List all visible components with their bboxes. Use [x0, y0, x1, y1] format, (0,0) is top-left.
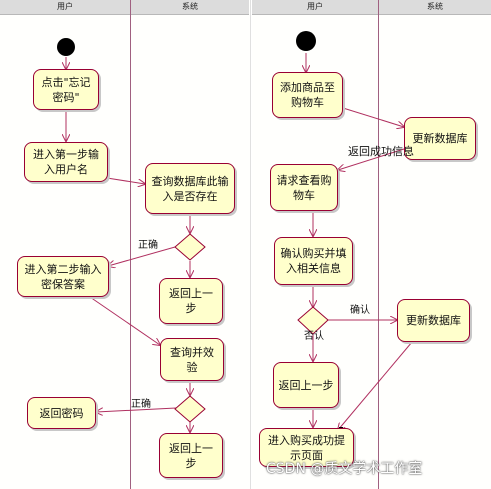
left-node-query-db: 查询数据库此输入是否存在: [145, 163, 235, 214]
right-label-return-success: 返回成功信息: [348, 145, 414, 158]
edge-decision2-return: [96, 407, 177, 412]
right-node-add-cart: 添加商品至购物车: [272, 72, 343, 118]
left-decision-1: [174, 233, 206, 261]
edge-update1-view: [338, 148, 405, 170]
left-lane-header-user: 用户: [0, 0, 130, 15]
right-node-confirm-purchase: 确认购买并填入相关信息: [274, 237, 353, 285]
right-label-no: 否认: [304, 331, 324, 342]
left-guard-correct-1: 正确: [138, 240, 158, 251]
right-node-purchase-success: 进入购买成功提示页面: [259, 428, 354, 467]
edge-update2-success: [338, 341, 413, 430]
left-node-step2: 进入第二步输入密保答案: [17, 256, 109, 297]
left-node-back2: 返回上一步: [159, 433, 223, 478]
left-lane-header-system: 系统: [131, 0, 249, 15]
right-node-back: 返回上一步: [273, 362, 339, 408]
left-node-step1: 进入第一步输入用户名: [24, 142, 108, 182]
right-lane-header-user: 用户: [252, 0, 378, 15]
left-node-return-password: 返回密码: [27, 397, 96, 429]
right-decision: [297, 306, 329, 335]
left-node-back1: 返回上一步: [159, 278, 223, 324]
right-lane-header-system: 系统: [379, 0, 491, 15]
right-start-node: [296, 31, 316, 51]
left-node-click-forgot: 点击"忘记密码": [33, 69, 99, 110]
left-decision-2: [174, 395, 206, 423]
edge-add-update1: [342, 107, 404, 127]
edge-step2-verify: [89, 296, 160, 345]
edge-step1-query: [106, 177, 145, 184]
right-update2-anchor: [410, 340, 414, 344]
left-lane-divider: [130, 0, 131, 489]
left-start-node: [57, 38, 75, 56]
left-node-query-verify: 查询并效验: [160, 338, 224, 381]
watermark: CSDN @质文学术工作室: [266, 461, 423, 477]
left-guard-correct-2: 正确: [131, 399, 151, 410]
right-node-view-cart: 请求查看购物车: [270, 164, 338, 211]
right-node-update-db-1: 更新数据库: [404, 117, 476, 160]
right-node-update-db-2: 更新数据库: [397, 299, 470, 342]
edge-decision-step2: [108, 246, 176, 266]
right-label-confirm: 确认: [350, 305, 370, 316]
right-lane-divider: [378, 0, 379, 489]
